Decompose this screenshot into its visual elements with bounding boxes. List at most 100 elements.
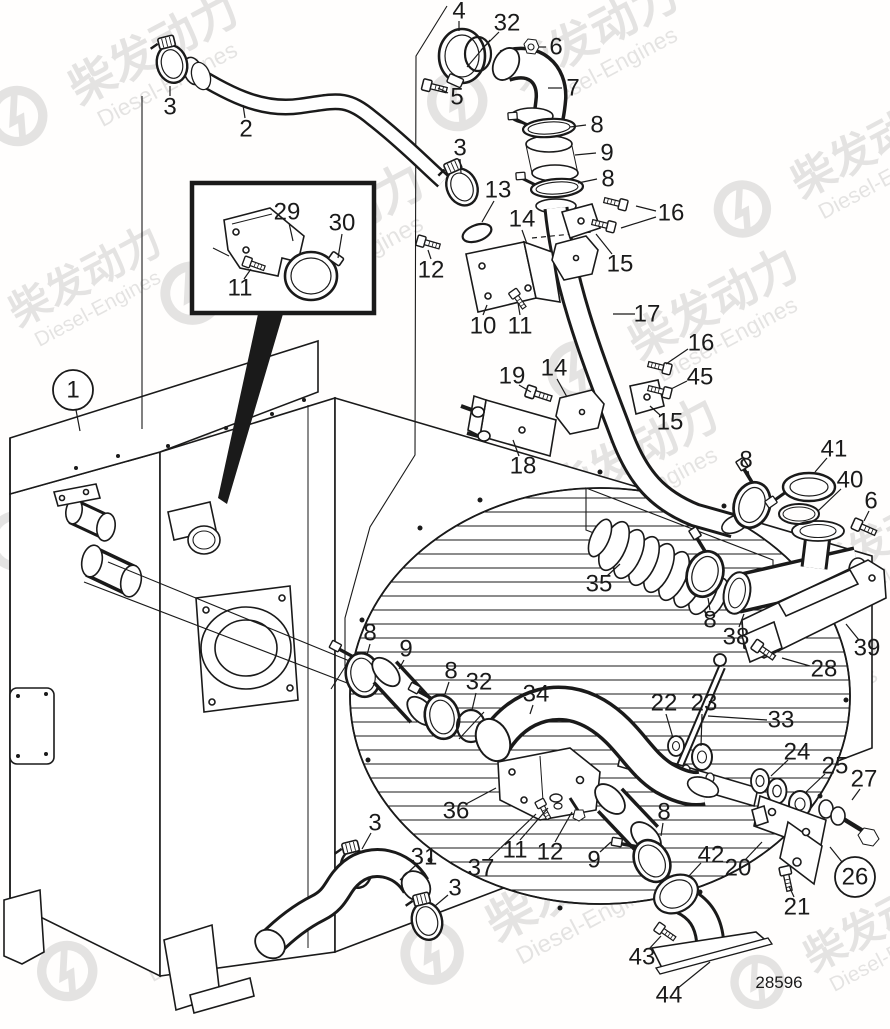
callout-leader xyxy=(744,841,763,861)
part-callout-28-36: 28 xyxy=(811,656,838,683)
clamp-13 xyxy=(461,222,493,244)
part-callout-8-10: 8 xyxy=(590,112,603,139)
callout-leader xyxy=(529,704,534,715)
part-callout-11-52: 11 xyxy=(503,837,528,864)
part-callout-25-41: 25 xyxy=(822,753,849,780)
part-callout-6-7: 6 xyxy=(549,34,562,61)
part-callout-18-27: 18 xyxy=(510,453,537,480)
grommet-23 xyxy=(691,743,713,771)
pipe-bracket-group-lower xyxy=(460,379,665,458)
elbow-7-stack xyxy=(491,46,579,214)
callout-leader xyxy=(665,713,674,739)
bolt-21 xyxy=(778,864,796,893)
bracket-36 xyxy=(497,747,601,821)
nut-6a xyxy=(523,38,540,55)
callout-leader xyxy=(851,788,861,801)
clamp-30 xyxy=(283,250,339,302)
callout-leader xyxy=(521,229,528,245)
bracket-20 xyxy=(751,794,827,886)
molded-hose-34 xyxy=(474,685,720,807)
inset-pointer-wedge xyxy=(218,314,283,504)
callout-leader xyxy=(845,623,860,641)
balloon-circle-26 xyxy=(834,856,876,898)
callout-leader xyxy=(738,613,745,628)
part-callout-6-31: 6 xyxy=(864,488,877,515)
elbow-42 xyxy=(650,873,774,975)
part-callout-5-8: 5 xyxy=(450,84,463,111)
part-callout-32-6: 32 xyxy=(494,10,521,37)
part-callout-14-15: 14 xyxy=(509,206,536,233)
part-callout-40-30: 40 xyxy=(837,467,864,494)
part-callout-4-5: 4 xyxy=(452,0,465,25)
callout-leader xyxy=(770,759,789,777)
part-callout-23-38: 23 xyxy=(691,690,718,717)
callout-leader xyxy=(444,681,450,695)
callout-leader xyxy=(243,268,252,280)
watermark-tile xyxy=(0,214,180,392)
callout-leader xyxy=(660,822,664,837)
part-callout-8-47: 8 xyxy=(444,658,457,685)
callout-leader xyxy=(687,862,702,878)
callout-leader xyxy=(574,152,597,156)
callout-leader xyxy=(480,31,500,51)
part-callout-8-58: 8 xyxy=(657,799,670,826)
callout-leader xyxy=(649,405,661,416)
washer-24a xyxy=(750,768,770,794)
callout-leader xyxy=(519,807,549,841)
balloon-number-1: 1 xyxy=(66,377,79,404)
callout-leader xyxy=(488,813,537,860)
callout-leader xyxy=(707,715,768,721)
part-callout-9-46: 9 xyxy=(399,636,412,663)
part-callout-29-2: 29 xyxy=(274,199,301,226)
balloon-leader xyxy=(829,846,843,863)
watermark-tile xyxy=(710,79,890,267)
callout-leader xyxy=(459,158,462,174)
part-callout-33-39: 33 xyxy=(768,707,795,734)
balloon-layer: 1 26 xyxy=(52,369,876,898)
access-panel xyxy=(9,687,55,765)
part-callout-15-24: 15 xyxy=(657,409,684,436)
part-callout-36-50: 36 xyxy=(443,798,470,825)
part-callout-31-55: 31 xyxy=(411,844,438,871)
callout-leader xyxy=(670,380,688,390)
charge-air-port xyxy=(195,585,299,713)
part-callout-8-12: 8 xyxy=(601,166,614,193)
part-callout-19-25: 19 xyxy=(499,363,526,390)
part-callout-12-18: 12 xyxy=(418,257,445,284)
callout-leader xyxy=(366,643,371,656)
callout-leader xyxy=(620,216,657,229)
callout-leader xyxy=(569,124,587,128)
part-callout-8-28: 8 xyxy=(739,447,752,474)
bolt-19 xyxy=(523,384,554,406)
drawing-number: 28596 xyxy=(755,973,802,992)
part-callout-10-19: 10 xyxy=(470,313,497,340)
hose-31 xyxy=(254,848,432,960)
callout-leader xyxy=(747,470,752,485)
balloon-number-26: 26 xyxy=(842,864,869,891)
radiator-port-upper xyxy=(52,483,116,542)
part-callout-34-49: 34 xyxy=(523,681,550,708)
gasket-44 xyxy=(654,937,774,975)
inset-detail-box xyxy=(189,180,377,504)
callout-leader xyxy=(434,894,449,907)
callout-leader xyxy=(648,935,662,950)
callout-leader xyxy=(788,885,795,898)
callout-leader xyxy=(599,841,612,853)
part-callout-43-60: 43 xyxy=(629,944,656,971)
stud-12b xyxy=(568,797,586,822)
callout-leader xyxy=(556,378,568,398)
radiator-port-lower xyxy=(80,544,143,598)
callout-leader xyxy=(814,457,828,473)
radiator-foot-left xyxy=(3,888,45,965)
bolt-16a1 xyxy=(602,194,630,212)
callout-leader xyxy=(427,249,432,260)
callout-leader xyxy=(700,713,703,747)
clamp-3b xyxy=(433,154,485,213)
callout-leader xyxy=(863,510,870,522)
part-callout-16-16: 16 xyxy=(658,200,685,227)
callout-leader xyxy=(577,178,598,184)
mounted-clamp-bracket xyxy=(167,501,221,555)
seal-ring-40 xyxy=(778,503,820,525)
